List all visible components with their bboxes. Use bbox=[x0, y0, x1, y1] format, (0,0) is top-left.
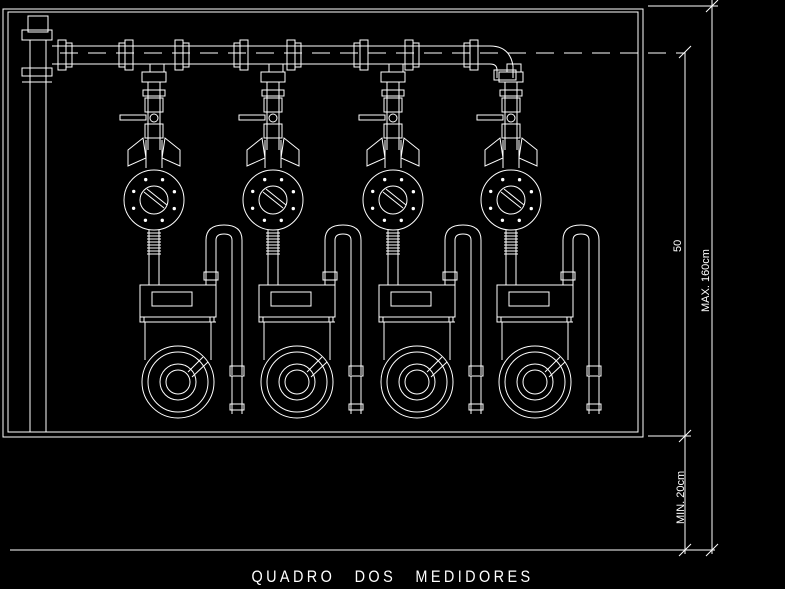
dimension-label-height: 50 bbox=[672, 239, 684, 252]
drawing-title: QUADRO DOS MEDIDORES bbox=[251, 567, 534, 586]
dimension-label-min: MIN. 20cm bbox=[675, 470, 687, 524]
meter-assembly-1 bbox=[119, 63, 245, 419]
dimension-lines bbox=[648, 0, 719, 557]
meter-assembly-2 bbox=[238, 63, 364, 419]
dimension-label-max: MAX. 160cm bbox=[700, 249, 712, 312]
gas-header-pipe bbox=[52, 39, 685, 81]
gas-riser-pipe bbox=[21, 15, 53, 432]
meter-assembly-3 bbox=[358, 63, 484, 419]
meter-assembly-4 bbox=[476, 63, 602, 419]
meter-assemblies bbox=[119, 63, 602, 419]
cabinet-frame bbox=[2, 8, 715, 551]
